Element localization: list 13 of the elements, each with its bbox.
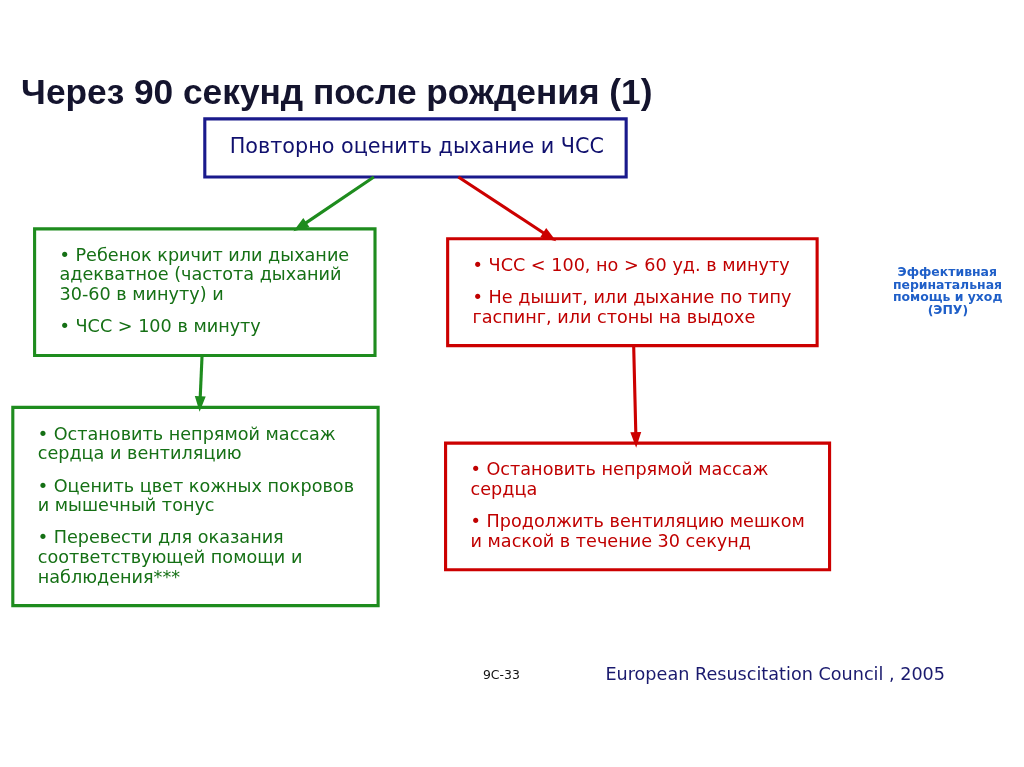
arrow: [293, 175, 375, 232]
label: Эффективная перинатальная помощь и уход (ЭПУ): [892, 264, 1003, 317]
node-box: • Остановить непрямой массаж сердца • Продолжить вентиляцию мешком и маской в течение 30 секунд: [444, 441, 832, 572]
caption: European Resuscitation Council , 2005: [605, 664, 946, 685]
node-box: • ЧСС < 100, но > 60 уд. в минуту • Не дышит, или дыхание по типу гаспинг, или стоны на выдохе: [446, 237, 819, 348]
arrow: [457, 175, 557, 242]
label: 9C-33: [482, 667, 520, 683]
node-box: • Остановить непрямой массаж сердца и вентиляцию • Оценить цвет кожных покровов и мышечный тонус • Перевести для оказания соответствующей помощи и наблюдения***: [11, 405, 380, 608]
node-box: Повторно оценить дыхание и ЧСС: [203, 117, 628, 179]
node-box: • Ребенок кричит или дыхание адекватное (частота дыханий 30-60 в минуту) и • ЧСС > 100 в минуту: [33, 227, 377, 358]
arrow: [630, 345, 642, 448]
arrow: [194, 355, 206, 412]
diagram-title: Через 90 секунд после рождения (1): [21, 71, 653, 111]
